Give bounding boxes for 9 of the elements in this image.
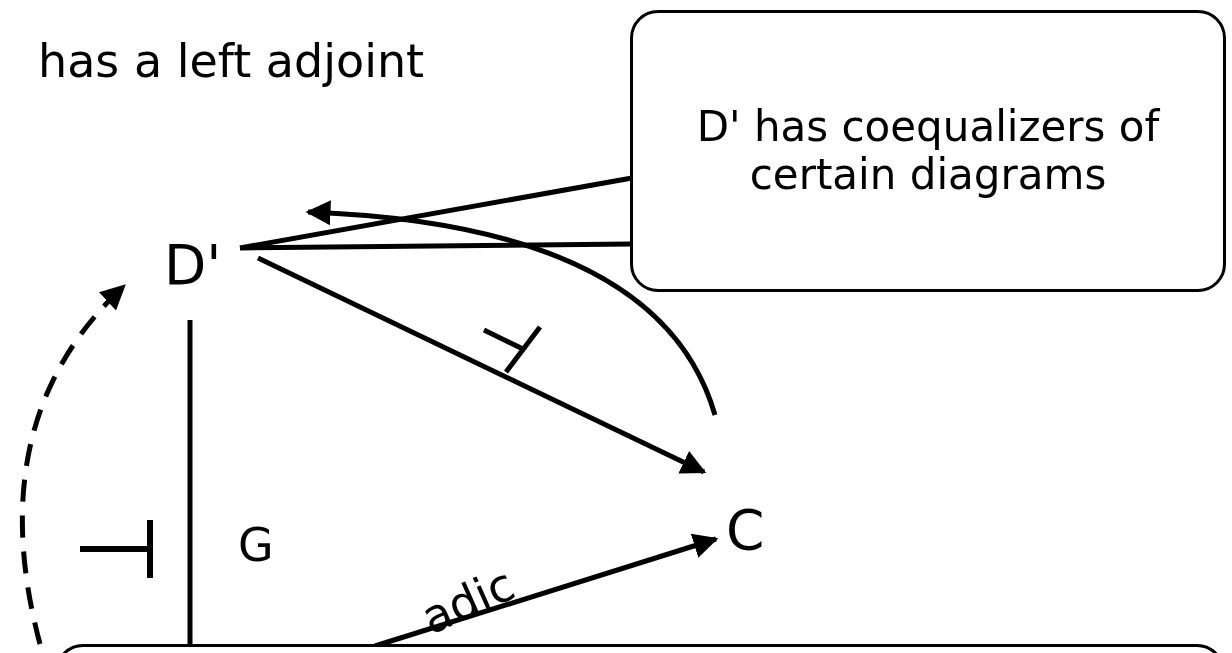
curved-arrow [305, 200, 718, 416]
arrow [256, 255, 707, 475]
dashed-arrow [20, 284, 126, 645]
callout-box: D' has coequalizers of certain diagrams [630, 10, 1226, 292]
node-label: D' [160, 236, 260, 294]
node-label: C [700, 470, 780, 560]
line [187, 320, 193, 646]
edge-label: G [238, 522, 274, 568]
slide-title: has a left adjoint [38, 34, 425, 88]
